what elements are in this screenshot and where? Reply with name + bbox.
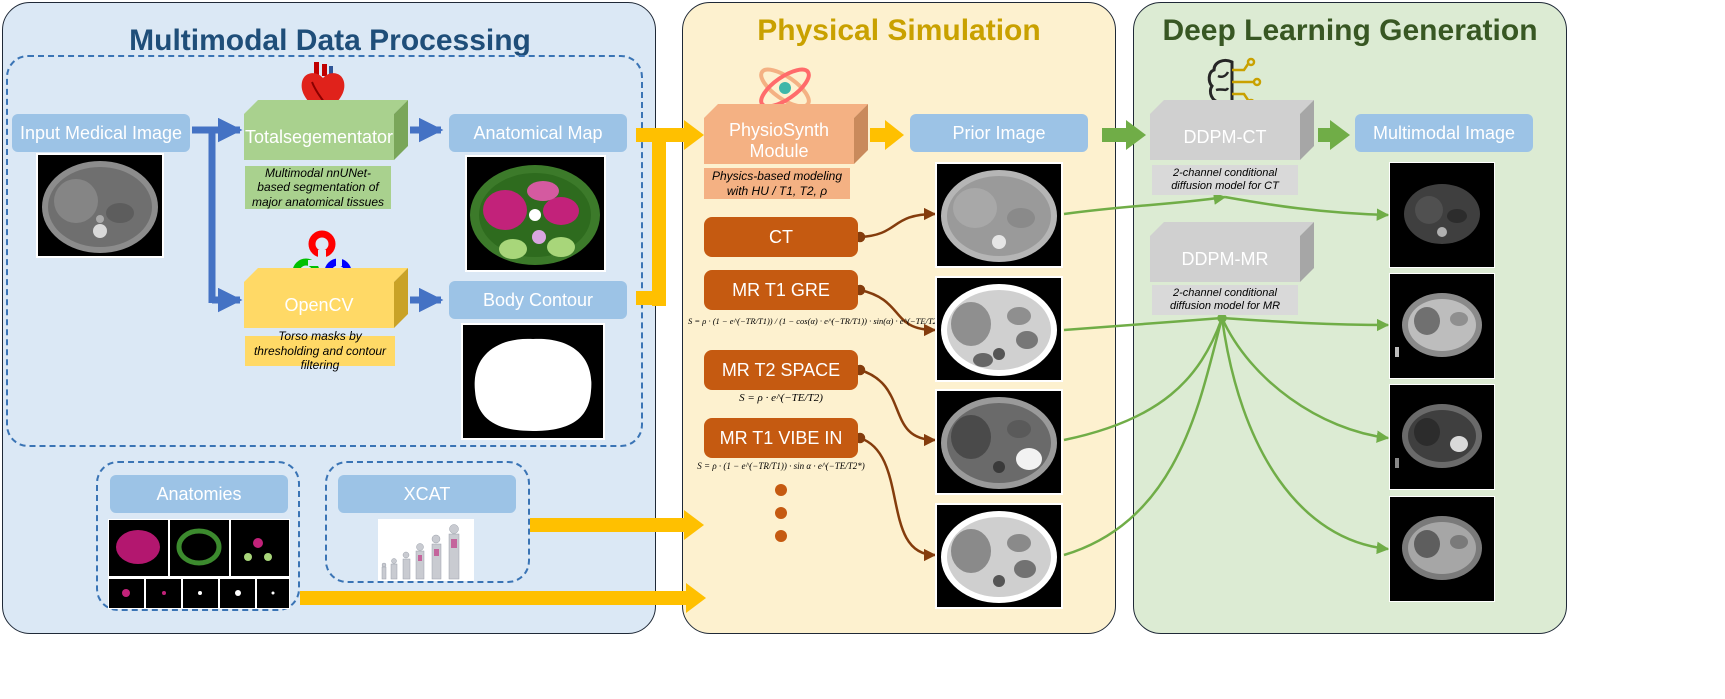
anatomical-map-label: Anatomical Map — [449, 114, 627, 152]
equation-mr-t2-space: S = ρ · e^(−TE/T2) — [739, 392, 823, 404]
anatomies-label: Anatomies — [110, 475, 288, 513]
sequence-ct-button: CT — [704, 217, 858, 257]
ddpm-mr-block — [1150, 222, 1314, 282]
title-physical-simulation: Physical Simulation — [757, 14, 1041, 47]
sequence-mr-t2-space-button: MR T2 SPACE — [704, 350, 858, 390]
sequence-mr-t1-vibe-in-button: MR T1 VIBE IN — [704, 418, 858, 458]
green-block-arrows — [1102, 120, 1350, 150]
ddpm-mr-caption: 2-channel conditional diffusion model fo… — [1152, 285, 1298, 315]
opencv-caption: Torso masks by thresholding and contour … — [245, 329, 395, 372]
anatomies-image-grid — [108, 519, 290, 609]
anatomies-group — [96, 461, 300, 611]
totalsegmentator-block — [244, 100, 408, 160]
output-image-mr-3 — [1389, 496, 1495, 602]
ddpm-ct-caption: 2-channel conditional diffusion model fo… — [1152, 165, 1298, 195]
ddpm-mr-label: DDPM-MR — [1181, 248, 1269, 269]
prior-image-mr-t1-gre — [935, 276, 1063, 382]
opencv-label: OpenCV — [284, 294, 354, 315]
xcat-group — [325, 461, 530, 583]
prior-image-mr-t2-space — [935, 389, 1063, 495]
xcat-label: XCAT — [338, 475, 516, 513]
physiosynth-caption: Physics-based modeling with HU / T1, T2,… — [704, 168, 850, 199]
totalsegmentator-label: Totalsegementator — [244, 126, 394, 147]
xcat-phantoms-image — [378, 519, 474, 581]
opencv-block — [244, 268, 408, 328]
multimodal-image-label: Multimodal Image — [1355, 114, 1533, 152]
brown-connectors — [854, 207, 937, 562]
output-image-ct — [1389, 162, 1495, 268]
continuation-dots — [775, 484, 787, 542]
input-ct-image — [36, 153, 164, 258]
sequence-mr-t1-gre-button: MR T1 GRE — [704, 270, 858, 310]
title-data-processing: Multimodal Data Processing — [129, 24, 531, 57]
green-connectors — [1063, 192, 1390, 557]
prior-image-label: Prior Image — [910, 114, 1088, 152]
anatomical-map-image — [465, 155, 606, 272]
physiosynth-label: PhysioSynth Module — [728, 120, 830, 161]
yellow-arrows — [300, 120, 904, 613]
equation-mr-t1-gre: S = ρ · (1 − e^(−TR/T1)) / (1 − cos(α) ·… — [688, 316, 945, 326]
output-image-mr-2 — [1389, 384, 1495, 490]
ddpm-ct-block — [1150, 100, 1314, 160]
title-deep-learning: Deep Learning Generation — [1162, 14, 1538, 47]
output-image-mr-1 — [1389, 273, 1495, 379]
prior-image-ct — [935, 162, 1063, 268]
ddpm-ct-label: DDPM-CT — [1183, 126, 1267, 147]
input-medical-image-label: Input Medical Image — [12, 114, 190, 152]
processing-group — [6, 55, 643, 447]
body-contour-image — [461, 323, 605, 440]
equation-mr-t1-vibe-in: S = ρ · (1 − e^(−TR/T1)) · sin α · e^(−T… — [697, 461, 865, 471]
blue-arrows — [192, 117, 444, 313]
body-contour-label: Body Contour — [449, 281, 627, 319]
prior-image-mr-t1-vibe-in — [935, 503, 1063, 609]
physiosynth-block — [704, 104, 868, 164]
totalsegmentator-caption: Multimodal nnUNet-based segmentation of … — [245, 166, 391, 209]
